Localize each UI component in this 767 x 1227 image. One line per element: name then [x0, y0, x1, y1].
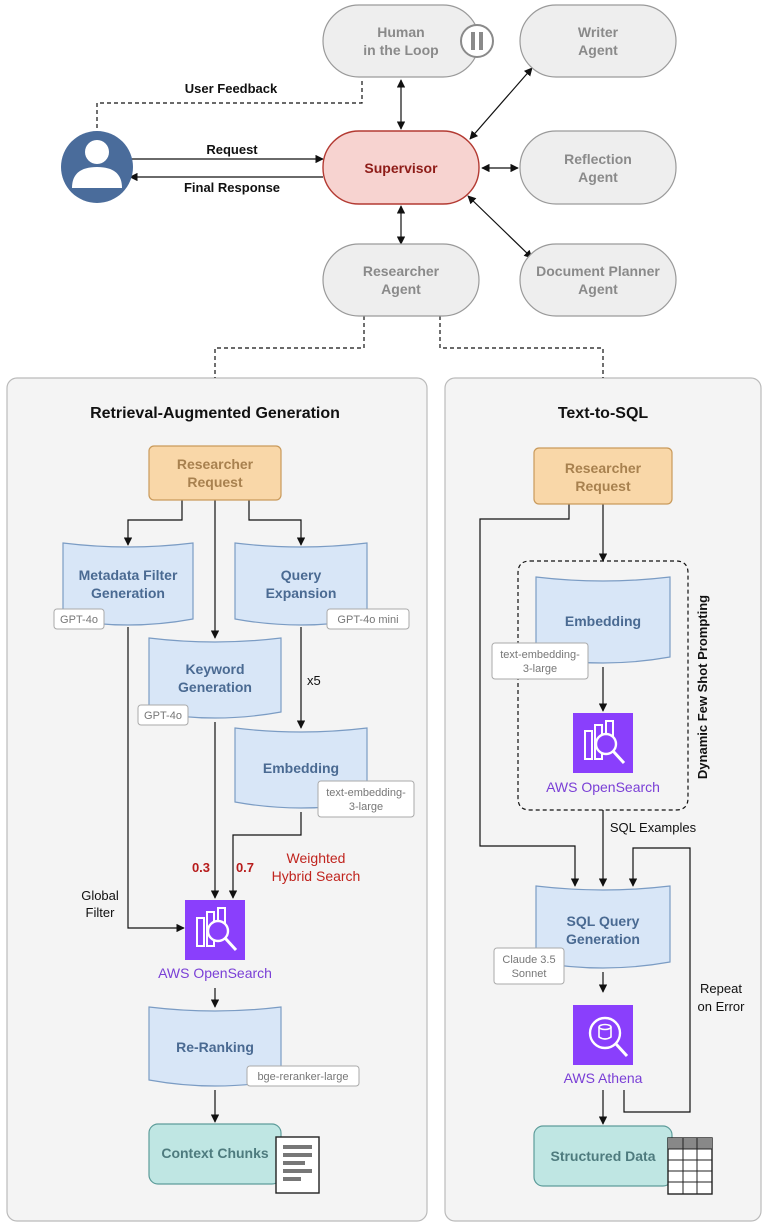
rr-to-metadata-arrow [123, 500, 183, 546]
sql-researcher-request-node[interactable]: Researcher Request [533, 447, 673, 505]
sql-rr-line-2: Request [575, 478, 631, 494]
x5-label: x5 [307, 673, 321, 688]
weight-embedding-label: 0.7 [236, 860, 254, 875]
sql-model-line-2: Sonnet [512, 968, 547, 980]
repeat-line-1: Repeat [700, 981, 742, 996]
supervisor-label: Supervisor [364, 160, 438, 176]
reflection-line-1: Reflection [564, 151, 632, 167]
writer-agent-node[interactable]: Writer Agent [519, 4, 677, 78]
user-feedback-label: User Feedback [185, 81, 278, 96]
rag-rr-line-1: Researcher [177, 456, 254, 472]
context-chunks-label: Context Chunks [161, 1145, 269, 1161]
planner-line-1: Document Planner [536, 263, 660, 279]
query-line-1: Query [281, 567, 322, 583]
rag-embedding-model-tag: text-embedding- 3-large [317, 780, 415, 818]
embedding-to-opensearch-arrow [228, 812, 302, 899]
researcher-agent-node[interactable]: Researcher Agent [322, 243, 480, 317]
sql-emb-model-line-1: text-embedding- [500, 649, 580, 661]
global-filter-line-1: Global [81, 888, 119, 903]
human-line-2: in the Loop [363, 42, 438, 58]
sql-title: Text-to-SQL [558, 405, 649, 422]
user-avatar [61, 131, 133, 203]
rerank-model-text: bge-reranker-large [257, 1071, 348, 1083]
dynamic-few-shot-label: Dynamic Few Shot Prompting [695, 595, 710, 779]
weighted-line-2: Hybrid Search [272, 868, 361, 884]
supervisor-node[interactable]: Supervisor [322, 130, 480, 205]
pause-icon [460, 24, 494, 58]
rag-researcher-request-node[interactable]: Researcher Request [148, 445, 282, 501]
table-icon [667, 1137, 713, 1195]
supervisor-planner-arrow [467, 195, 533, 259]
planner-line-2: Agent [578, 281, 618, 297]
rag-emb-model-line-1: text-embedding- [326, 787, 406, 799]
structured-data-label: Structured Data [550, 1148, 655, 1164]
athena-icon [573, 1005, 633, 1065]
sql-generation-node[interactable]: SQL Query Generation [535, 885, 671, 969]
metadata-line-2: Generation [91, 585, 165, 601]
repeat-on-error-arrow [623, 847, 691, 1113]
document-icon [275, 1136, 320, 1194]
repeat-line-2: on Error [698, 999, 746, 1014]
rerank-model-tag: bge-reranker-large [246, 1065, 360, 1087]
rag-title: Retrieval-Augmented Generation [90, 405, 340, 422]
human-in-the-loop-node[interactable]: Human in the Loop [322, 4, 494, 78]
final-response-label: Final Response [184, 180, 280, 195]
reflection-line-2: Agent [578, 169, 618, 185]
sql-rr-line-1: Researcher [565, 460, 642, 476]
rag-rr-line-2: Request [187, 474, 243, 490]
weighted-line-1: Weighted [287, 850, 346, 866]
rag-embedding-label: Embedding [263, 760, 339, 776]
researcher-to-sql-line [439, 316, 604, 378]
sql-model-line-1: Claude 3.5 [502, 954, 555, 966]
sqlgen-line-1: SQL Query [567, 913, 640, 929]
human-line-1: Human [377, 24, 424, 40]
researcher-to-rag-line [214, 316, 365, 378]
weight-keyword-label: 0.3 [192, 860, 210, 875]
researcher-line-2: Agent [381, 281, 421, 297]
reranking-label: Re-Ranking [176, 1039, 254, 1055]
sql-embedding-label: Embedding [565, 613, 641, 629]
writer-line-1: Writer [578, 24, 619, 40]
sql-emb-model-line-2: 3-large [523, 663, 557, 675]
metadata-filter-node[interactable]: Metadata Filter Generation [62, 542, 194, 626]
context-chunks-node[interactable]: Context Chunks [148, 1123, 282, 1185]
user-feedback-line [96, 78, 363, 135]
document-planner-node[interactable]: Document Planner Agent [519, 243, 677, 317]
reflection-agent-node[interactable]: Reflection Agent [519, 130, 677, 205]
metadata-model-tag: GPT-4o [53, 608, 105, 630]
sqlgen-line-2: Generation [566, 931, 640, 947]
rag-emb-model-line-2: 3-large [349, 801, 383, 813]
global-filter-line-2: Filter [86, 905, 116, 920]
athena-label: AWS Athena [564, 1070, 643, 1086]
supervisor-writer-arrow [469, 67, 533, 140]
writer-line-2: Agent [578, 42, 618, 58]
metadata-model-text: GPT-4o [60, 614, 98, 626]
keyword-generation-node[interactable]: Keyword Generation [148, 637, 282, 719]
sql-opensearch-icon [573, 713, 633, 773]
metadata-line-1: Metadata Filter [79, 567, 178, 583]
sql-examples-label: SQL Examples [610, 820, 697, 835]
query-line-2: Expansion [266, 585, 337, 601]
researcher-line-1: Researcher [363, 263, 440, 279]
request-bypass-arrow [479, 504, 580, 887]
sql-embedding-model-tag: text-embedding- 3-large [491, 642, 589, 680]
dynamic-few-shot-box [517, 560, 689, 811]
query-model-text: GPT-4o mini [337, 614, 398, 626]
sql-model-tag: Claude 3.5 Sonnet [493, 947, 565, 985]
global-filter-arrow [127, 627, 185, 933]
sql-opensearch-label: AWS OpenSearch [546, 779, 660, 795]
query-model-tag: GPT-4o mini [326, 608, 410, 630]
request-label: Request [206, 142, 258, 157]
keyword-line-2: Generation [178, 679, 252, 695]
rr-to-query-arrow [248, 500, 306, 546]
rag-opensearch-icon [185, 900, 245, 960]
query-expansion-node[interactable]: Query Expansion [234, 542, 368, 626]
keyword-model-tag: GPT-4o [137, 704, 189, 726]
keyword-model-text: GPT-4o [144, 710, 182, 722]
structured-data-node[interactable]: Structured Data [533, 1125, 673, 1187]
rag-opensearch-label: AWS OpenSearch [158, 965, 272, 981]
keyword-line-1: Keyword [185, 661, 244, 677]
